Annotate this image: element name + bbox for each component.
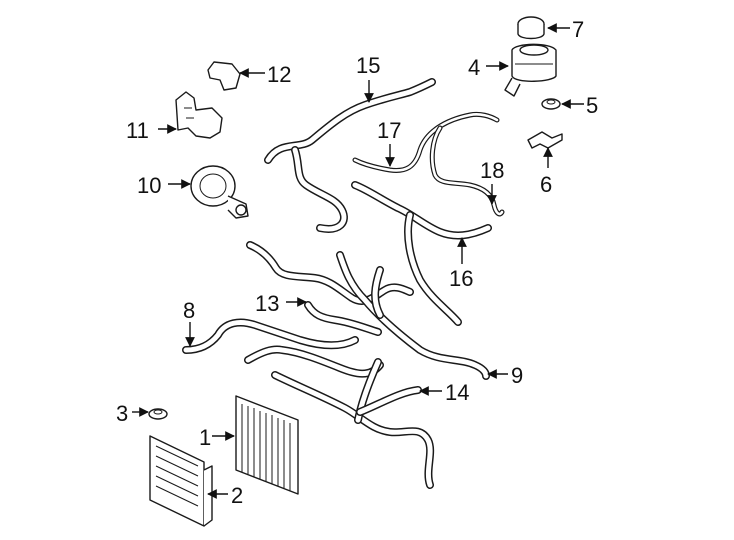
pump-10 (190, 165, 249, 219)
hose-15 (264, 78, 436, 233)
callout-15: 15 (356, 53, 380, 78)
callout-10: 10 (137, 173, 161, 198)
hose-16 (351, 181, 492, 326)
callout-13: 13 (255, 291, 279, 316)
callouts: 7 4 5 6 12 11 10 15 17 18 16 8 13 9 14 3… (116, 17, 598, 508)
callout-16: 16 (449, 266, 473, 291)
cap-7 (517, 16, 545, 40)
callout-12: 12 (267, 62, 291, 87)
hose-lower (244, 345, 435, 489)
callout-2: 2 (231, 483, 243, 508)
callout-17: 17 (377, 118, 401, 143)
callout-5: 5 (586, 93, 598, 118)
radiator-2 (149, 435, 213, 527)
hose-13 (304, 301, 382, 336)
reservoir-4 (504, 43, 557, 97)
leader-lines (132, 23, 584, 499)
hose-upper-main (246, 241, 490, 380)
bracket-11 (175, 91, 223, 139)
radiator-1 (235, 395, 299, 495)
callout-14: 14 (445, 380, 469, 405)
bracket-6 (527, 131, 563, 149)
callout-9: 9 (511, 363, 523, 388)
hose-8 (182, 318, 359, 354)
callout-8: 8 (183, 298, 195, 323)
callout-4: 4 (468, 55, 480, 80)
mount-3 (148, 408, 168, 420)
callout-7: 7 (572, 17, 584, 42)
hose-17 (352, 111, 505, 217)
callout-6: 6 (540, 172, 552, 197)
bracket-12 (207, 61, 241, 91)
callout-11: 11 (126, 118, 149, 143)
callout-3: 3 (116, 401, 128, 426)
callout-1: 1 (199, 425, 211, 450)
callout-18: 18 (480, 158, 504, 183)
grommet-5 (541, 98, 561, 110)
